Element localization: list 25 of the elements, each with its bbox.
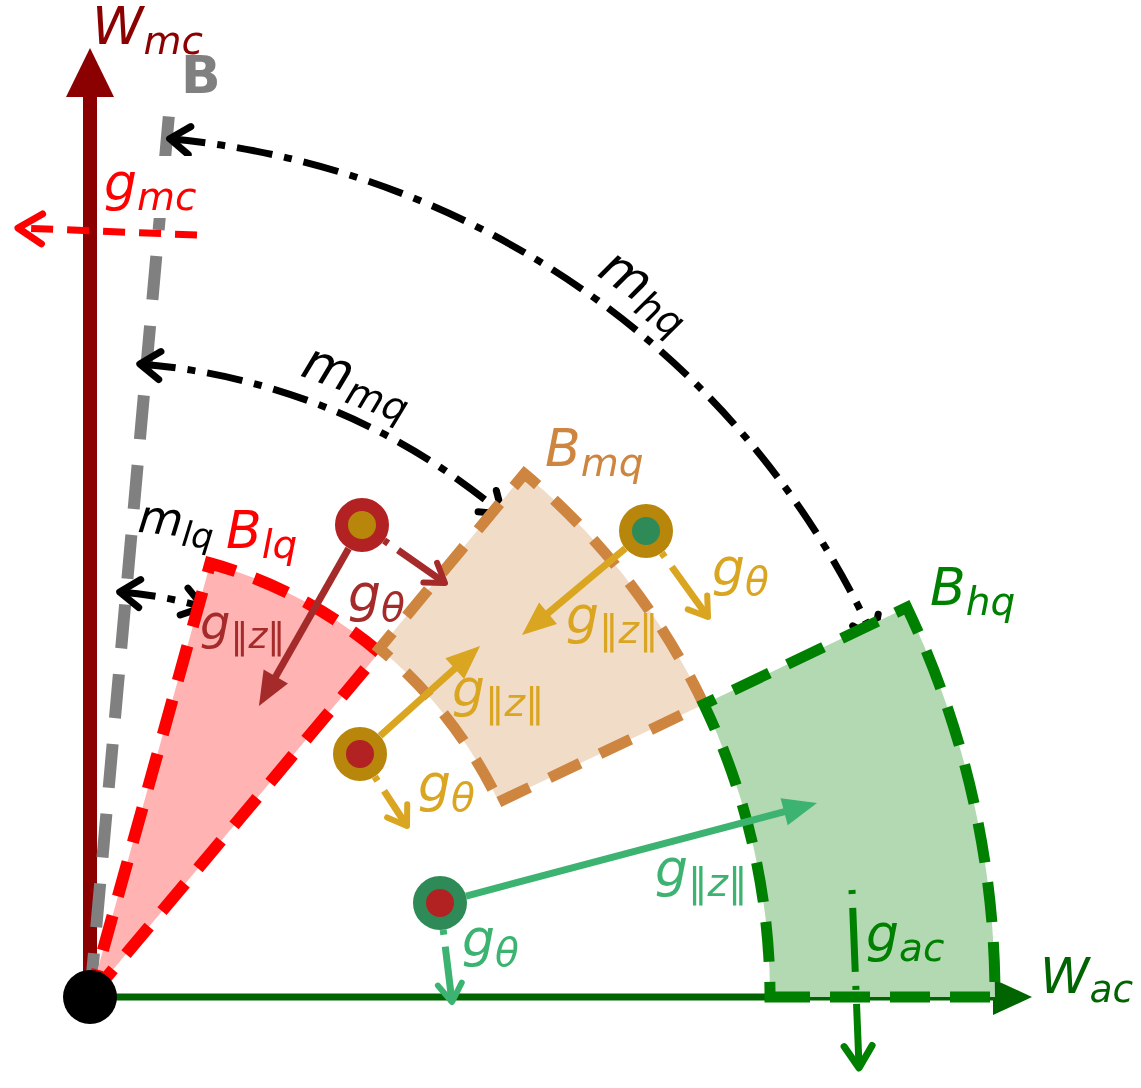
vector-arrow: [465, 798, 817, 900]
ring-marker: [333, 727, 387, 781]
vector-label: g$_{‖z‖}$: [452, 662, 546, 724]
vector-arrow: [377, 645, 480, 739]
angle-label: m$_{lq}$: [135, 492, 217, 558]
vector-arrow: [658, 550, 711, 620]
vector-arrow: [371, 774, 411, 829]
vector-label: g$_{θ}$: [348, 567, 406, 629]
vector-label: g$_{θ}$: [418, 757, 476, 819]
arrow-label: g$_{ac}$: [866, 907, 946, 969]
vector-label: g$_{‖z‖}$: [655, 842, 749, 904]
ring-marker: [619, 504, 673, 558]
region-label: B$_{mq}$: [545, 422, 645, 484]
vector-label: g$_{θ}$: [712, 541, 770, 603]
vector-arrow: [434, 929, 465, 1005]
region-label: B$_{lq}$: [226, 504, 299, 566]
region-label: B$_{hq}$: [930, 561, 1017, 623]
vector-arrow: [258, 546, 352, 707]
ring-marker: [335, 498, 389, 552]
vector-arrow: [522, 545, 628, 635]
vector-label: g$_{‖z‖}$: [200, 598, 287, 656]
vector-label: g$_{‖z‖}$: [566, 589, 660, 651]
axis-label: W$_{ac}$: [1040, 951, 1135, 1011]
vector-arrow: [382, 537, 448, 586]
vector-label: g$_{θ}$: [462, 912, 520, 974]
